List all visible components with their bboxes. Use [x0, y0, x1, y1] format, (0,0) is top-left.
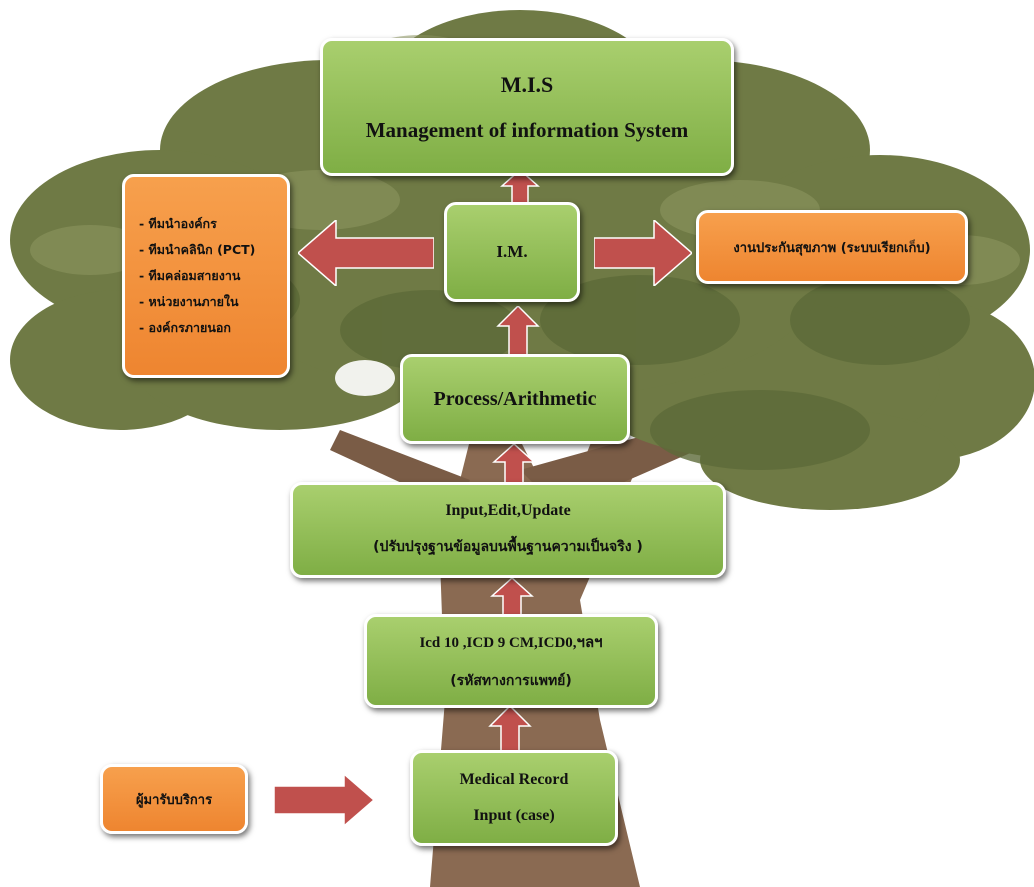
- service-recipient-box: ผู้มารับบริการ: [100, 764, 248, 834]
- icd-box: Icd 10 ,ICD 9 CM,ICD0,ฯลฯ (รหัสทางการแพท…: [364, 614, 658, 708]
- input-edit-box: Input,Edit,Update (ปรับปรุงฐานข้อมูลบนพื…: [290, 482, 726, 578]
- icd-subtitle: (รหัสทางการแพทย์): [450, 673, 572, 689]
- icd-title: Icd 10 ,ICD 9 CM,ICD0,ฯลฯ: [419, 635, 603, 651]
- arrow-right-to-medical-record: [274, 774, 374, 826]
- mis-title: M.I.S: [500, 71, 554, 97]
- insurance-box: งานประกันสุขภาพ (ระบบเรียกเก็บ): [696, 210, 968, 284]
- arrow-up-to-process: [492, 444, 536, 484]
- arrow-up-to-input-edit: [490, 578, 534, 618]
- arrow-up-to-mis: [500, 170, 540, 206]
- stakeholder-item: - ทีมนำองค์กร: [139, 216, 217, 231]
- stakeholder-item: - ทีมนำคลินิก (PCT): [139, 242, 256, 257]
- insurance-label: งานประกันสุขภาพ (ระบบเรียกเก็บ): [733, 240, 931, 256]
- arrow-up-to-icd: [488, 706, 532, 752]
- arrow-right-to-insurance: [594, 220, 692, 286]
- arrow-left-to-stakeholders: [298, 220, 434, 286]
- mis-subtitle: Management of information System: [365, 117, 689, 142]
- im-box: I.M.: [444, 202, 580, 302]
- stakeholder-item: - หน่วยงานภายใน: [139, 294, 239, 309]
- service-recipient-label: ผู้มารับบริการ: [135, 792, 213, 808]
- im-label: I.M.: [496, 242, 528, 261]
- stakeholder-item: - องค์กรภายนอก: [139, 320, 231, 335]
- process-label: Process/Arithmetic: [433, 387, 597, 410]
- arrow-up-to-im: [496, 306, 540, 356]
- medical-record-title: Medical Record: [459, 771, 569, 788]
- stakeholders-box: - ทีมนำองค์กร - ทีมนำคลินิก (PCT) - ทีมค…: [122, 174, 290, 378]
- stakeholder-item: - ทีมคล่อมสายงาน: [139, 268, 241, 283]
- medical-record-box: Medical Record Input (case): [410, 750, 618, 846]
- input-edit-title: Input,Edit,Update: [445, 502, 571, 519]
- mis-box: M.I.S Management of information System: [320, 38, 734, 176]
- medical-record-subtitle: Input (case): [473, 807, 555, 824]
- stakeholders-list: - ทีมนำองค์กร - ทีมนำคลินิก (PCT) - ทีมค…: [139, 211, 255, 341]
- input-edit-subtitle: (ปรับปรุงฐานข้อมูลบนพื้นฐานความเป็นจริง …: [373, 539, 643, 555]
- process-box: Process/Arithmetic: [400, 354, 630, 444]
